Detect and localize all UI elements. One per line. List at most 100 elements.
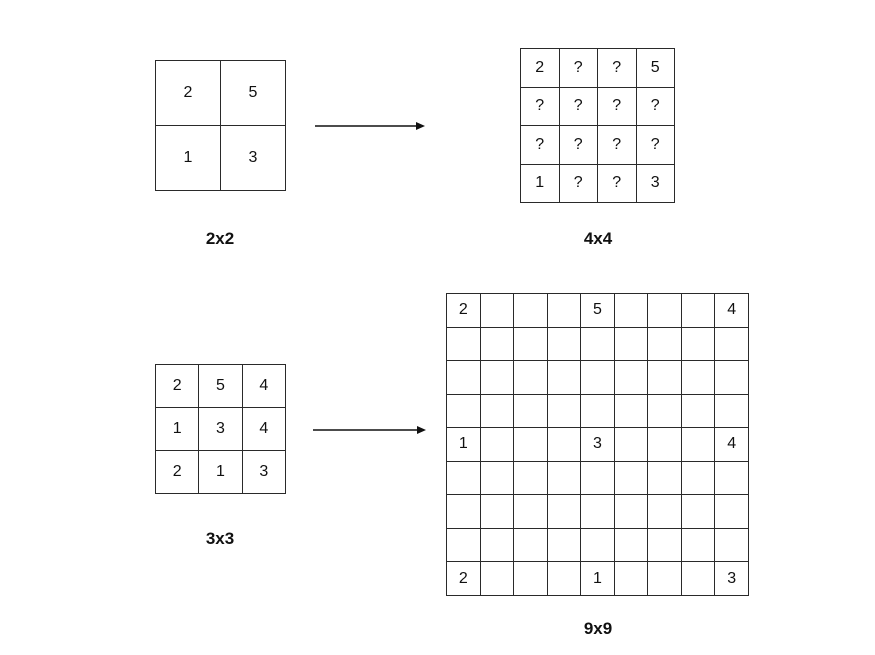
grid-4x4: 2??5????????1??3	[520, 48, 675, 203]
grid-cell	[514, 327, 548, 362]
grid-cell: 4	[715, 294, 749, 328]
grid-cell	[514, 495, 548, 529]
grid-cell: 1	[447, 428, 481, 462]
grid-cell	[581, 528, 615, 563]
grid-cell	[715, 327, 749, 362]
grid-cell: 4	[242, 408, 286, 451]
grid-cell	[514, 394, 548, 429]
grid-cell: ?	[559, 49, 598, 88]
grid-cell: 1	[156, 408, 200, 451]
grid-cell: 3	[581, 428, 615, 462]
grid-cell	[715, 361, 749, 395]
grid-cell: 1	[581, 562, 615, 596]
arrow-right-icon	[313, 426, 426, 434]
grid-cell: 4	[715, 428, 749, 462]
grid-cell	[648, 394, 682, 429]
grid-cell: ?	[521, 126, 560, 165]
grid-cell	[514, 428, 548, 462]
grid-cell	[681, 495, 716, 529]
grid-cell	[614, 428, 649, 462]
grid-cell	[614, 361, 649, 395]
grid-cell: ?	[559, 126, 598, 165]
grid-cell	[514, 361, 548, 395]
grid-cell	[547, 327, 582, 362]
grid-cell	[447, 495, 481, 529]
grid-cell	[614, 495, 649, 529]
grid-cell	[614, 528, 649, 563]
grid-cell	[581, 327, 615, 362]
grid-cell: ?	[559, 164, 598, 203]
grid-cell	[614, 327, 649, 362]
grid-cell	[681, 327, 716, 362]
grid-cell: 1	[199, 451, 243, 494]
arrow-right-icon	[315, 122, 425, 130]
grid-cell	[480, 294, 515, 328]
grid-cell: 5	[199, 365, 243, 408]
grid-cell: ?	[636, 126, 675, 165]
grid-cell	[581, 495, 615, 529]
grid-cell: 2	[447, 294, 481, 328]
grid-cell	[547, 495, 582, 529]
grid-cell	[480, 361, 515, 395]
grid-4x4-label: 4x4	[583, 229, 613, 248]
grid-cell	[681, 562, 716, 596]
grid-cell	[447, 361, 481, 395]
grid-cell: 3	[199, 408, 243, 451]
grid-cell	[648, 428, 682, 462]
grid-cell	[547, 428, 582, 462]
grid-cell: 2	[156, 61, 221, 126]
grid-cell: 4	[242, 365, 286, 408]
grid-cell: 2	[156, 365, 200, 408]
grid-cell	[480, 528, 515, 563]
grid-cell	[447, 528, 481, 563]
grid-cell	[614, 294, 649, 328]
grid-cell	[547, 394, 582, 429]
grid-cell	[447, 394, 481, 429]
grid-cell	[715, 528, 749, 563]
grid-cell: ?	[636, 87, 675, 126]
grid-cell: ?	[598, 49, 637, 88]
grid-cell	[581, 361, 615, 395]
grid-cell: 3	[715, 562, 749, 596]
grid-3x3-label: 3x3	[205, 529, 235, 548]
grid-cell: 2	[447, 562, 481, 596]
grid-cell: 5	[636, 49, 675, 88]
grid-cell: 1	[156, 126, 221, 191]
grid-cell: 3	[221, 126, 286, 191]
grid-cell	[681, 394, 716, 429]
grid-cell	[547, 562, 582, 596]
grid-cell	[648, 528, 682, 563]
grid-cell	[480, 394, 515, 429]
grid-cell	[648, 562, 682, 596]
grid-cell	[715, 495, 749, 529]
grid-cell	[514, 461, 548, 496]
grid-cell	[681, 461, 716, 496]
grid-cell	[648, 294, 682, 328]
grid-cell	[715, 461, 749, 496]
grid-cell	[547, 361, 582, 395]
grid-cell	[715, 394, 749, 429]
grid-cell: ?	[598, 126, 637, 165]
grid-9x9-label: 9x9	[583, 619, 613, 638]
grid-cell	[447, 327, 481, 362]
grid-cell: 3	[242, 451, 286, 494]
grid-cell: ?	[598, 87, 637, 126]
grid-cell	[514, 528, 548, 563]
grid-cell: 2	[521, 49, 560, 88]
grid-cell	[681, 528, 716, 563]
grid-cell	[648, 327, 682, 362]
grid-cell	[480, 327, 515, 362]
grid-cell	[581, 461, 615, 496]
grid-cell	[480, 495, 515, 529]
grid-cell: 5	[221, 61, 286, 126]
grid-cell: 3	[636, 164, 675, 203]
grid-cell	[614, 461, 649, 496]
grid-cell: ?	[521, 87, 560, 126]
grid-cell: ?	[559, 87, 598, 126]
grid-2x2-label: 2x2	[205, 229, 235, 248]
grid-cell	[681, 428, 716, 462]
grid-cell	[547, 294, 582, 328]
grid-cell	[447, 461, 481, 496]
